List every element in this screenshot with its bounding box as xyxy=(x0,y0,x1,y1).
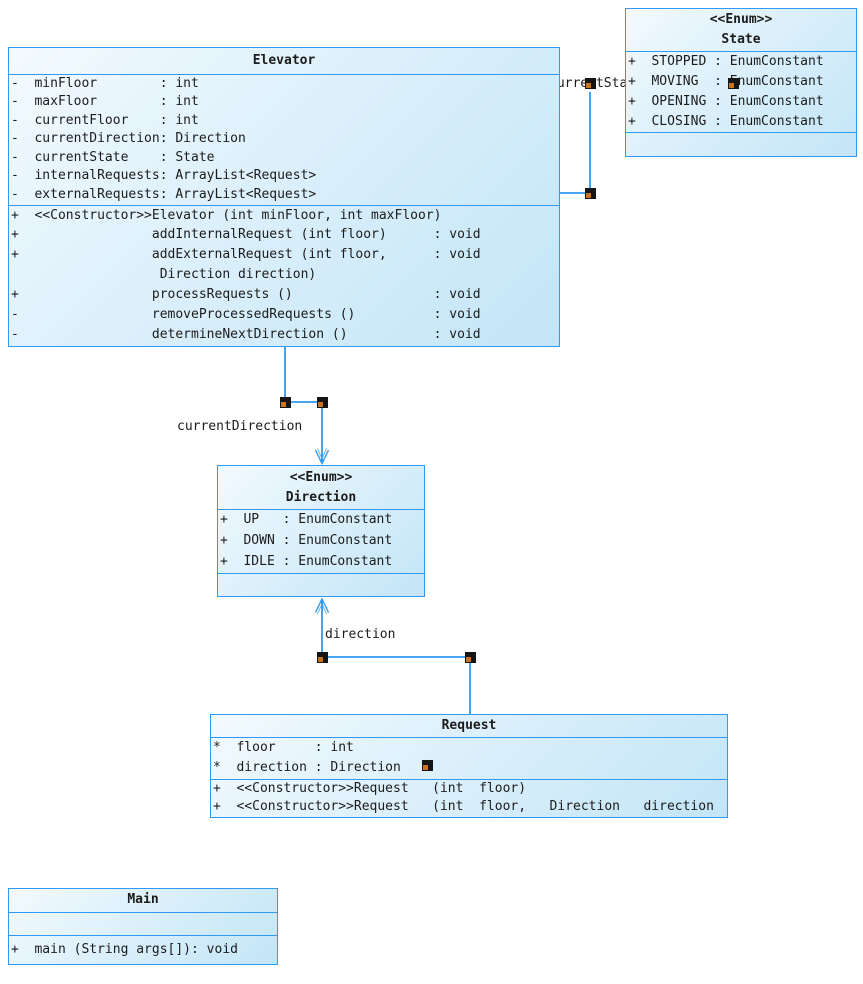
attribute-row: + UP : EnumConstant xyxy=(220,512,393,527)
attribute-row: - currentState : State xyxy=(11,149,215,165)
handle-highlight xyxy=(317,401,323,407)
attributes-section: + UP : EnumConstant + DOWN : EnumConstan… xyxy=(218,509,424,573)
connector-handle[interactable] xyxy=(464,651,476,663)
attribute-row: - internalRequests: ArrayList<Request> xyxy=(11,168,317,183)
connector-handle[interactable] xyxy=(279,396,291,408)
association-elevator-direction[interactable] xyxy=(284,347,330,466)
attribute-row: + DOWN : EnumConstant xyxy=(220,532,393,548)
handle-highlight xyxy=(280,401,286,407)
connector-handle[interactable] xyxy=(316,396,328,408)
method-row: - determineNextDirection () : void xyxy=(11,326,481,342)
method-row: + addExternalRequest (int floor, : void xyxy=(11,247,481,263)
handle-highlight xyxy=(465,656,471,662)
class-box-state[interactable]: <<Enum>> State + STOPPED : EnumConstant … xyxy=(625,8,857,157)
connector-handle[interactable] xyxy=(584,187,596,199)
method-row: Direction direction) xyxy=(11,267,317,283)
attribute-row: - externalRequests: ArrayList<Request> xyxy=(11,186,317,202)
method-row: - removeProcessedRequests () : void xyxy=(11,306,481,322)
attribute-row: * direction : Direction xyxy=(213,759,401,775)
handle-highlight xyxy=(317,656,323,662)
class-box-request[interactable]: Request * floor : int * direction : Dire… xyxy=(210,714,728,818)
attribute-row: + IDLE : EnumConstant xyxy=(220,553,393,569)
connector-handle[interactable] xyxy=(584,77,596,89)
attribute-row: + MOVING : EnumConstant xyxy=(628,73,824,89)
arrowhead-down-icon xyxy=(314,448,330,466)
method-row: + <<Constructor>>Request (int floor, Dir… xyxy=(213,798,714,814)
connector-endpoint-handle[interactable] xyxy=(727,78,739,89)
handle-highlight xyxy=(585,192,591,198)
attributes-section: + STOPPED : EnumConstant + MOVING : Enum… xyxy=(626,51,856,132)
edge-label-direction[interactable]: direction xyxy=(324,627,397,643)
handle-highlight xyxy=(423,765,428,770)
attribute-row: + CLOSING : EnumConstant xyxy=(628,113,824,129)
methods-section: + <<Constructor>>Elevator (int minFloor,… xyxy=(9,204,559,347)
class-box-elevator[interactable]: Elevator - minFloor : int - maxFloor : i… xyxy=(8,47,560,347)
method-row: + <<Constructor>>Elevator (int minFloor,… xyxy=(11,207,442,223)
edge-label-current-state[interactable]: currentState xyxy=(548,76,644,92)
attributes-section: - minFloor : int - maxFloor : int - curr… xyxy=(9,73,559,205)
methods-section: + main (String args[]): void xyxy=(9,934,277,965)
methods-section: + <<Constructor>>Request (int floor) + <… xyxy=(211,778,727,818)
association-request-direction[interactable] xyxy=(314,597,471,714)
class-title: Direction xyxy=(285,489,357,505)
class-box-main[interactable]: Main + main (String args[]): void xyxy=(8,888,278,965)
attribute-row: - maxFloor : int xyxy=(11,94,199,109)
handle-highlight xyxy=(728,83,734,88)
edge-label-current-direction[interactable]: currentDirection xyxy=(176,419,304,435)
methods-section-empty xyxy=(218,573,424,596)
connector-handle[interactable] xyxy=(316,651,328,663)
stereotype-label: <<Enum>> xyxy=(289,470,353,485)
class-title: Main xyxy=(127,892,159,907)
attribute-row: + OPENING : EnumConstant xyxy=(628,93,824,109)
attributes-section: * floor : int * direction : Direction xyxy=(211,736,727,779)
attribute-row: - minFloor : int xyxy=(11,75,199,91)
method-row: + <<Constructor>>Request (int floor) xyxy=(213,780,527,796)
handle-highlight xyxy=(585,82,591,88)
methods-section-empty xyxy=(626,132,856,156)
stereotype-label: <<Enum>> xyxy=(709,12,773,27)
attributes-section-empty xyxy=(9,911,277,935)
class-box-direction[interactable]: <<Enum>> Direction + UP : EnumConstant +… xyxy=(217,465,425,597)
attribute-row: * floor : int xyxy=(213,739,354,755)
method-row: + main (String args[]): void xyxy=(11,941,238,957)
attribute-row: - currentDirection: Direction xyxy=(11,131,246,146)
class-title: Elevator xyxy=(252,53,316,68)
connector-endpoint-handle[interactable] xyxy=(422,760,433,771)
class-title: State xyxy=(721,32,761,47)
attribute-row: + STOPPED : EnumConstant xyxy=(628,54,824,69)
method-row: + processRequests () : void xyxy=(11,286,481,302)
arrowhead-up-icon xyxy=(314,597,330,615)
class-title: Request xyxy=(441,718,497,733)
method-row: + addInternalRequest (int floor) : void xyxy=(11,227,481,243)
attribute-row: - currentFloor : int xyxy=(11,112,199,128)
